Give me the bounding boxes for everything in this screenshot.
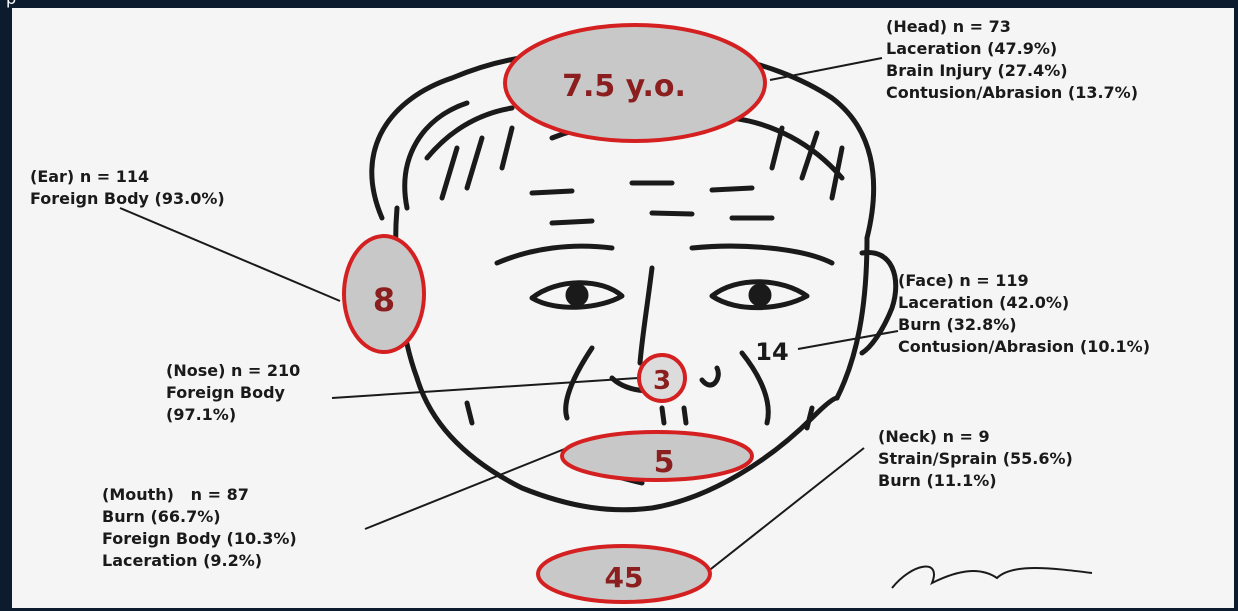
neck-value: 45 — [605, 561, 644, 594]
face-diagram-panel: 7.5 y.o. 8 3 5 45 14 (Head) n = 73 Lacer… — [12, 8, 1234, 608]
neck-line-2: Burn (11.1%) — [878, 470, 1073, 492]
mouth-line-2: Foreign Body (10.3%) — [102, 528, 297, 550]
face-title: (Face) n = 119 — [898, 270, 1150, 292]
ear-line-1: Foreign Body (93.0%) — [30, 188, 225, 210]
head-title: (Head) n = 73 — [886, 16, 1138, 38]
nose-line-1: Foreign Body — [166, 382, 300, 404]
mouth-label: (Mouth) n = 87 Burn (66.7%) Foreign Body… — [102, 484, 297, 572]
neck-label: (Neck) n = 9 Strain/Sprain (55.6%) Burn … — [878, 426, 1073, 492]
mouth-value: 5 — [654, 445, 675, 480]
face-label: (Face) n = 119 Laceration (42.0%) Burn (… — [898, 270, 1150, 358]
neck-title: (Neck) n = 9 — [878, 426, 1073, 448]
neck-line-1: Strain/Sprain (55.6%) — [878, 448, 1073, 470]
region-markers — [344, 25, 765, 602]
face-line-2: Burn (32.8%) — [898, 314, 1150, 336]
ear-label: (Ear) n = 114 Foreign Body (93.0%) — [30, 166, 225, 210]
signature — [892, 567, 1092, 588]
head-line-1: Laceration (47.9%) — [886, 38, 1138, 60]
age-label: 7.5 y.o. — [562, 69, 686, 104]
face-line-3: Contusion/Abrasion (10.1%) — [898, 336, 1150, 358]
ear-value: 8 — [373, 281, 395, 319]
head-line-2: Brain Injury (27.4%) — [886, 60, 1138, 82]
nose-label: (Nose) n = 210 Foreign Body (97.1%) — [166, 360, 300, 426]
mouth-title: (Mouth) n = 87 — [102, 484, 297, 506]
ear-title: (Ear) n = 114 — [30, 166, 225, 188]
face-line-1: Laceration (42.0%) — [898, 292, 1150, 314]
nose-line-2: (97.1%) — [166, 404, 300, 426]
head-line-3: Contusion/Abrasion (13.7%) — [886, 82, 1138, 104]
mouth-line-1: Burn (66.7%) — [102, 506, 297, 528]
nose-value: 3 — [653, 366, 671, 396]
head-label: (Head) n = 73 Laceration (47.9%) Brain I… — [886, 16, 1138, 104]
face-value: 14 — [755, 338, 788, 366]
nose-title: (Nose) n = 210 — [166, 360, 300, 382]
mouth-line-3: Laceration (9.2%) — [102, 550, 297, 572]
